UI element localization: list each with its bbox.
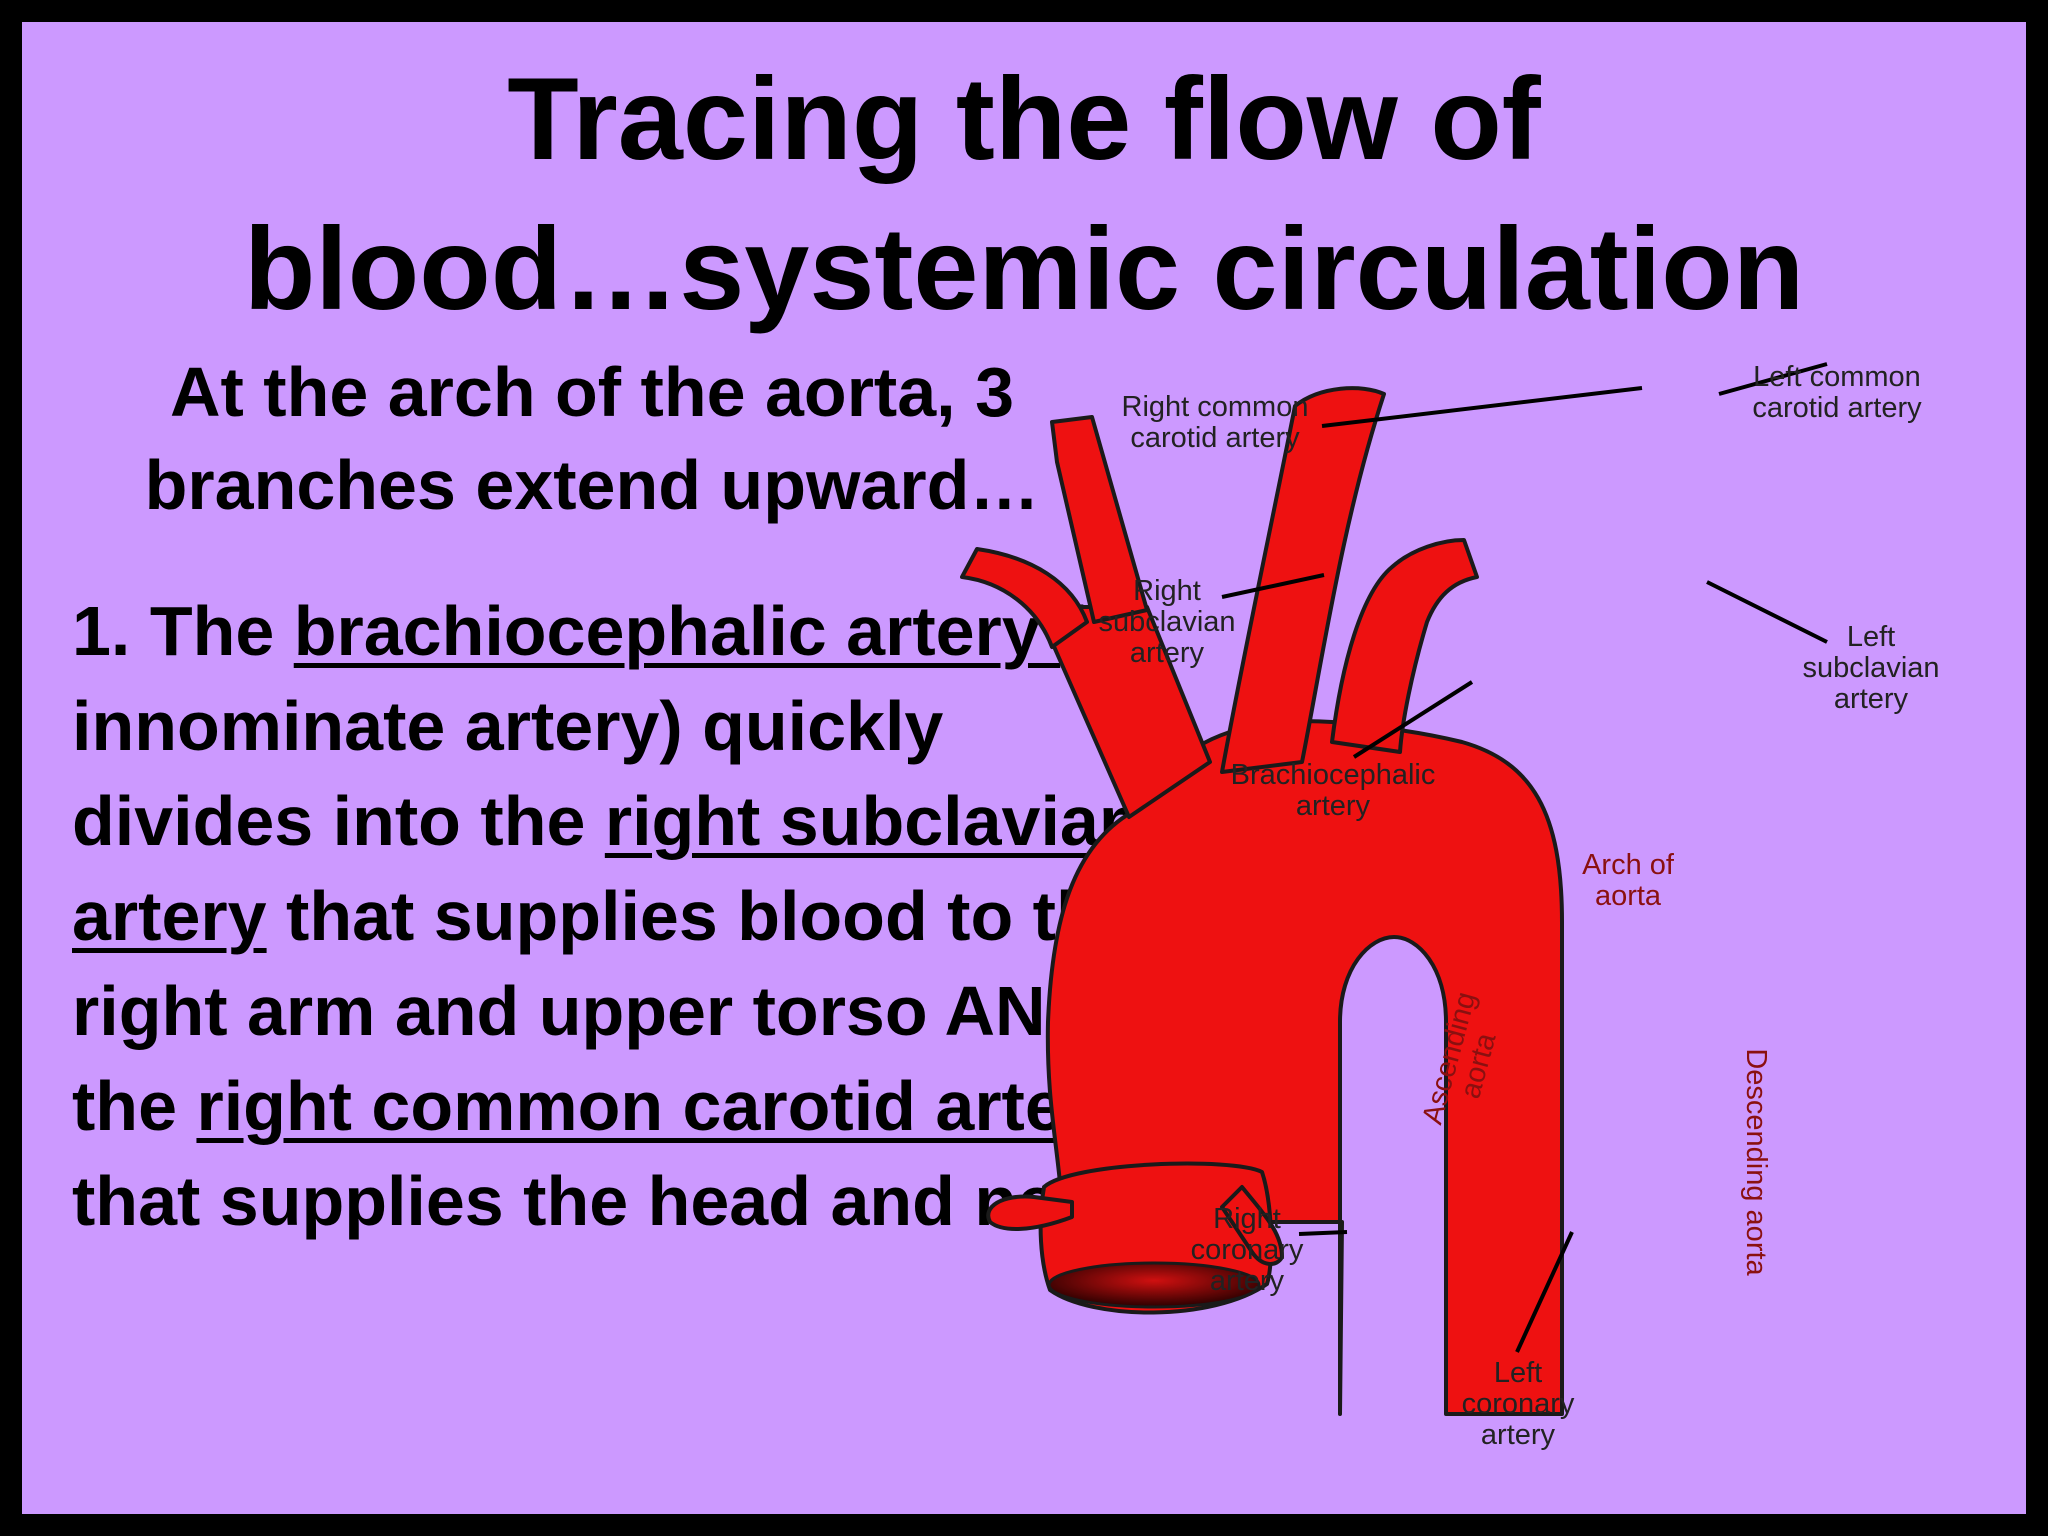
right-coronary — [986, 1194, 1074, 1231]
label-right-coronary-2: coronary — [1191, 1234, 1304, 1266]
label-left-common-carotid-2: carotid artery — [1752, 392, 1922, 424]
label-brachiocephalic-1: Brachiocephalic — [1231, 759, 1436, 791]
slide-title: Tracing the flow of blood…systemic circu… — [22, 44, 2026, 344]
body-text: 1. The brachiocephalic artery (or innomi… — [72, 584, 1162, 1249]
label-brachiocephalic-2: artery — [1296, 790, 1371, 822]
term-brachiocephalic-artery: brachiocephalic artery — [293, 592, 1061, 670]
label-right-subclavian-3: artery — [1130, 637, 1205, 669]
left-subclavian — [1330, 538, 1479, 754]
label-right-coronary-1: Right — [1213, 1203, 1281, 1235]
label-left-coronary-1: Left — [1494, 1357, 1542, 1389]
subtitle-line-1: At the arch of the aorta, 3 — [169, 353, 1015, 431]
title-line-2: blood…systemic circulation — [243, 203, 1805, 334]
label-right-subclavian-1: Right — [1133, 575, 1201, 607]
label-descending-text: Descending aorta — [1740, 1048, 1772, 1276]
label-left-subclavian-3: artery — [1834, 683, 1909, 715]
subtitle-line-2: branches extend upward… — [144, 446, 1040, 524]
leader-right-coronary — [1298, 1230, 1348, 1236]
body-intro: 1. The — [72, 592, 294, 670]
body-part-2: (or innominate artery) quickly divides i… — [72, 592, 1154, 860]
title-line-1: Tracing the flow of — [507, 53, 1541, 184]
aortic-valve-opening — [1047, 1261, 1261, 1309]
leader-left-subclavian — [1706, 580, 1828, 644]
label-arch-1: Arch of — [1582, 849, 1675, 881]
aorta-diagram: Right common carotid artery Left common … — [960, 361, 1940, 1451]
leader-lines — [1221, 362, 1828, 1353]
slide: Tracing the flow of blood…systemic circu… — [22, 22, 2026, 1514]
body-part-3: that supplies blood to the right arm and… — [72, 877, 1138, 1145]
label-left-subclavian-2: subclavian — [1802, 652, 1939, 684]
right-common-carotid — [1050, 415, 1149, 624]
label-descending: Descending aorta — [1740, 1048, 1772, 1276]
label-right-common-carotid-1: Right common — [1122, 391, 1309, 423]
leader-left-coronary — [1515, 1231, 1574, 1353]
right-subclavian — [960, 547, 1089, 649]
label-left-coronary-2: coronary — [1462, 1388, 1575, 1420]
label-arch-2: aorta — [1595, 880, 1662, 912]
leader-right-subclavian — [1221, 573, 1325, 599]
label-left-common-carotid-1: Left common — [1753, 361, 1921, 393]
label-right-common-carotid-2: carotid artery — [1130, 422, 1300, 454]
leader-right-common-carotid — [1321, 386, 1643, 428]
left-coronary — [1220, 1185, 1284, 1266]
label-left-coronary-3: artery — [1481, 1419, 1556, 1451]
label-right-subclavian-2: subclavian — [1098, 606, 1235, 638]
slide-subtitle: At the arch of the aorta, 3 branches ext… — [62, 346, 1122, 532]
label-left-subclavian-1: Left — [1847, 621, 1895, 653]
leader-brachiocephalic — [1352, 680, 1474, 759]
term-right-common-carotid-artery: right common carotid artery — [196, 1067, 1130, 1145]
label-right-coronary-3: artery — [1210, 1265, 1285, 1297]
leader-left-common-carotid — [1718, 362, 1828, 396]
term-right-subclavian-artery: right subclavian artery — [72, 782, 1142, 955]
body-part-4: that supplies the head and neck. — [72, 1162, 1154, 1240]
